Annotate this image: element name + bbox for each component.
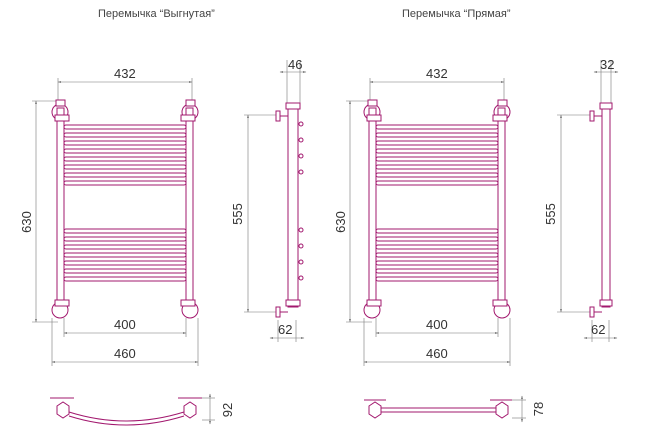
rung <box>63 148 187 154</box>
left-depth-label: 46 <box>288 57 302 72</box>
rung <box>63 260 187 266</box>
rung <box>375 124 499 130</box>
rung <box>63 244 187 250</box>
right-inner-width-label: 400 <box>426 317 448 332</box>
rung <box>375 268 499 274</box>
rung <box>375 236 499 242</box>
title-curved-jumper: Перемычка “Выгнутая” <box>98 8 215 20</box>
rung <box>375 244 499 250</box>
right-rail <box>185 107 194 305</box>
left-center-distance-label: 555 <box>230 203 245 225</box>
bottom-wall-bracket <box>589 306 595 318</box>
left-outer-width-label: 460 <box>114 346 136 361</box>
side-rail <box>287 102 299 308</box>
rung <box>63 164 187 170</box>
bottom-wall-bracket <box>275 306 281 318</box>
rung <box>63 132 187 138</box>
right-top-width-label: 432 <box>426 66 448 81</box>
right-wall-offset-label: 62 <box>591 322 605 337</box>
rung <box>375 148 499 154</box>
rung <box>375 180 499 186</box>
rung <box>375 140 499 146</box>
curved-jumper <box>68 411 185 422</box>
rung <box>63 276 187 282</box>
left-collector <box>368 401 382 419</box>
left-rail <box>56 107 65 305</box>
rung <box>63 180 187 186</box>
rung <box>63 228 187 234</box>
rung <box>63 252 187 258</box>
right-rail <box>497 107 506 305</box>
top-wall-bracket <box>275 110 281 122</box>
right-front-view: 432 630 400 <box>333 66 511 366</box>
left-top-depth-label: 92 <box>220 403 235 417</box>
left-inner-width-label: 400 <box>114 317 136 332</box>
left-height-label: 630 <box>19 211 34 233</box>
rung <box>375 164 499 170</box>
right-side-view: 32 555 62 <box>543 57 619 342</box>
rung <box>63 124 187 130</box>
rung <box>375 132 499 138</box>
rung <box>63 268 187 274</box>
rung <box>375 156 499 162</box>
left-rail <box>368 107 377 305</box>
right-center-distance-label: 555 <box>543 203 558 225</box>
side-rail <box>601 102 611 308</box>
left-top-width-label: 432 <box>114 66 136 81</box>
rung <box>375 252 499 258</box>
left-collector <box>56 401 70 419</box>
right-collector <box>183 401 197 419</box>
left-wall-offset-label: 62 <box>278 322 292 337</box>
rung <box>63 172 187 178</box>
right-outer-width-label: 460 <box>426 346 448 361</box>
rung <box>375 260 499 266</box>
right-depth-label: 32 <box>600 57 614 72</box>
right-height-label: 630 <box>333 211 348 233</box>
left-side-view: 46 555 62 <box>230 57 307 342</box>
right-top-depth-label: 78 <box>531 402 546 416</box>
rung <box>375 276 499 282</box>
rung <box>63 236 187 242</box>
rung <box>375 228 499 234</box>
top-wall-bracket <box>589 110 595 122</box>
rung <box>63 140 187 146</box>
left-front-view: 432 630 <box>19 66 199 366</box>
rung <box>375 172 499 178</box>
rung <box>63 156 187 162</box>
left-top-view: 92 <box>50 393 235 426</box>
right-top-view: 78 <box>364 395 546 423</box>
title-straight-jumper: Перемычка “Прямая” <box>402 8 511 20</box>
right-collector <box>495 401 509 419</box>
